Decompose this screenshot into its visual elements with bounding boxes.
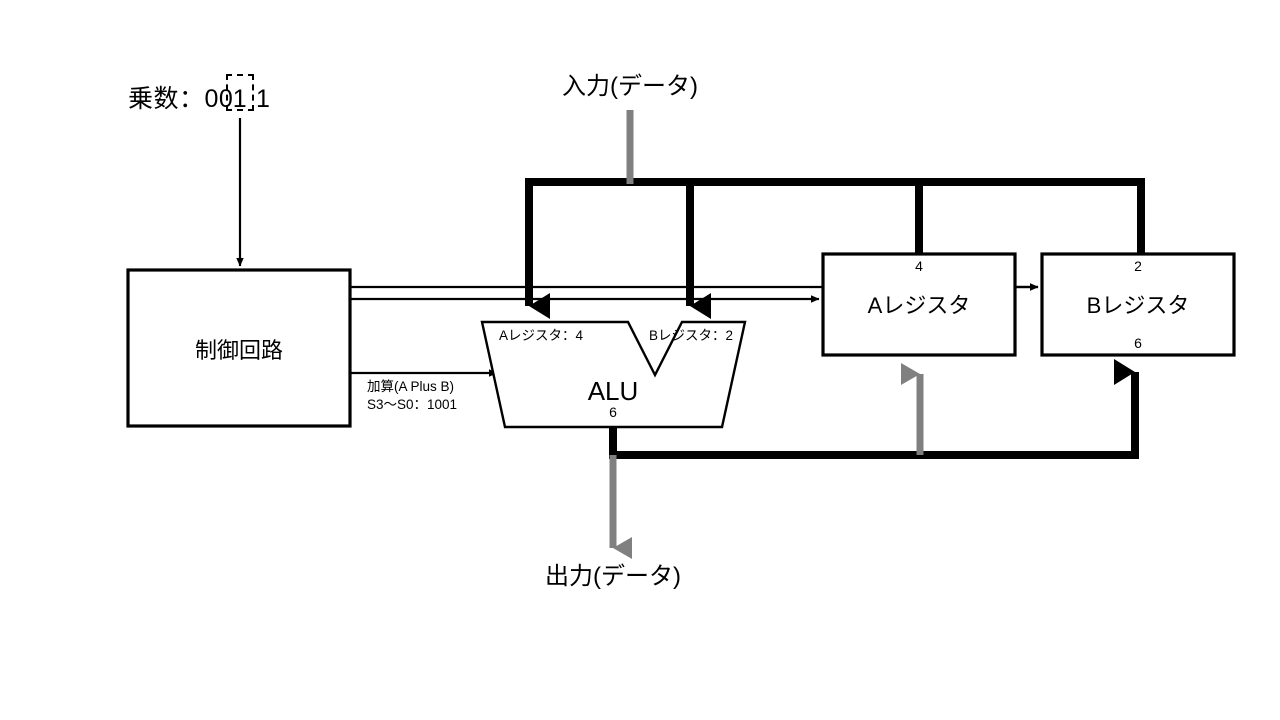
multiplier-current-bit: 1: [232, 85, 248, 113]
multiplier-highlight-box: [226, 74, 254, 111]
control-signal-operation: 加算(A Plus B): [367, 379, 455, 394]
a-register-top-width-label: 4: [915, 258, 923, 274]
b-register-bottom-width-label: 6: [1134, 335, 1142, 351]
a-register-label: Aレジスタ: [867, 293, 971, 318]
alu-port-b-label: Bレジスタ：2: [648, 328, 734, 343]
control-circuit-box: [126, 268, 352, 428]
b-register-box: [1040, 252, 1236, 357]
b-register-top-width-label: 2: [1134, 258, 1142, 274]
multiplier-label: 乗数：00: [128, 85, 234, 113]
input-data-label: 入力(データ): [562, 73, 698, 100]
a-register-box: [821, 252, 1017, 357]
output-data-label: 出力(データ): [545, 563, 681, 590]
control-circuit-label: 制御回路: [194, 338, 284, 363]
b-register-label: Bレジスタ: [1086, 293, 1190, 318]
multiplier-trailing-bits: 1: [256, 85, 271, 113]
control-signal-code: S3〜S0：1001: [367, 397, 458, 412]
alu-output-width-label: 6: [609, 404, 617, 420]
alu-output-bus: [609, 359, 1139, 459]
alu-port-a-label: Aレジスタ：4: [498, 328, 584, 343]
alu-label: ALU: [587, 376, 639, 406]
